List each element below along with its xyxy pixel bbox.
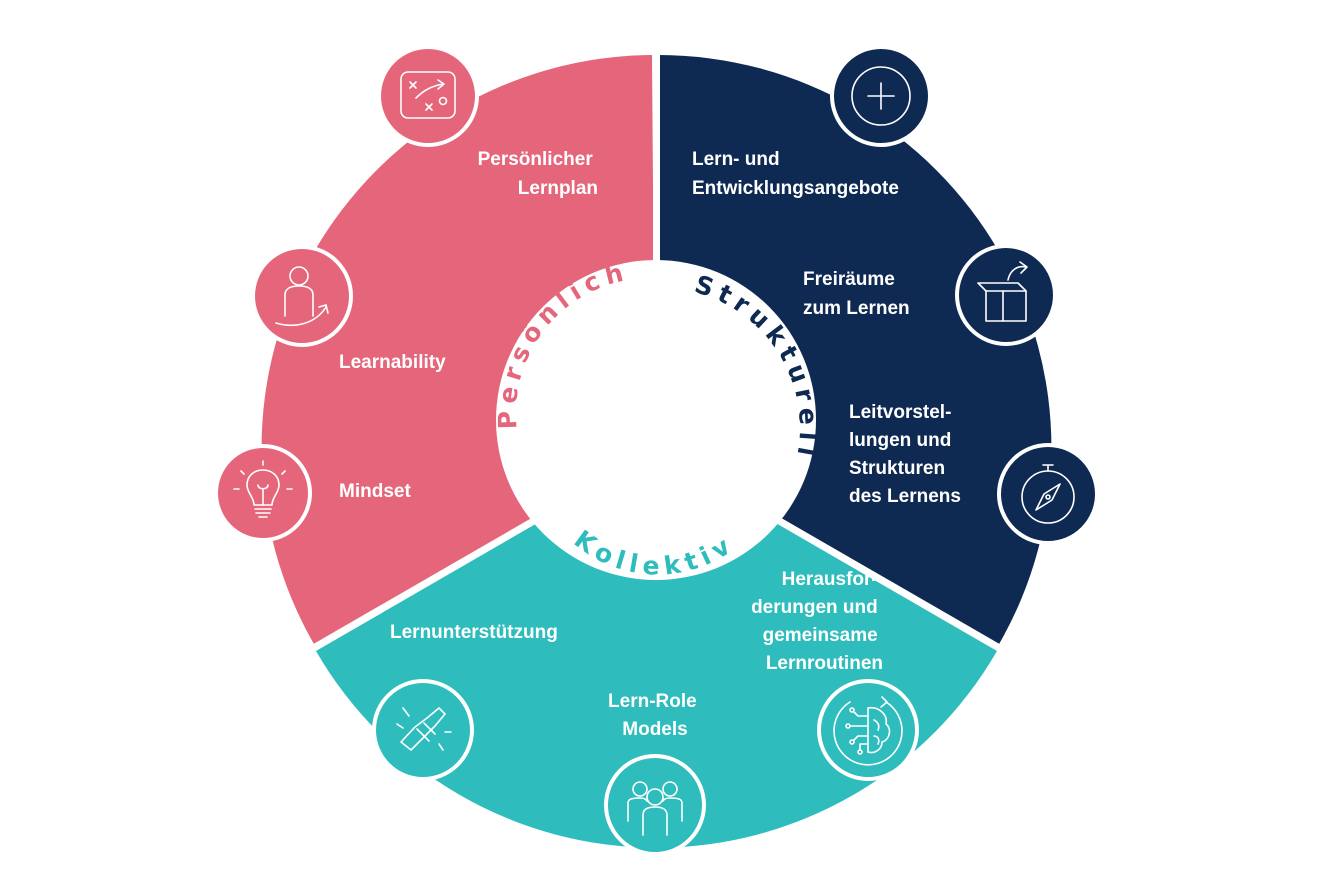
compass-icon — [997, 443, 1099, 545]
plus-icon — [830, 45, 932, 147]
label-lernunterstuetzung: Lernunterstützung — [390, 622, 558, 643]
label-leitvorstellungen: Leitvorstel- lungen und Strukturen des L… — [849, 402, 961, 507]
label-learnability: Learnability — [339, 352, 446, 373]
label-persoenlicher-lernplan: Persönlicher Lernplan — [478, 149, 598, 199]
lightbulb-icon — [214, 444, 312, 542]
center-circle — [496, 260, 816, 580]
people-group-icon — [604, 754, 706, 856]
brain-circuit-icon — [817, 679, 919, 781]
label-lern-und-entwicklungsangebote: Lern- und Entwicklungsangebote — [692, 149, 899, 199]
label-freiraeume-zum-lernen: Freiräume zum Lernen — [803, 269, 910, 319]
handshake-icon — [372, 679, 474, 781]
label-mindset: Mindset — [339, 481, 411, 502]
person-growth-icon — [251, 245, 353, 347]
open-box-icon — [955, 244, 1057, 346]
strategy-board-icon — [377, 45, 479, 147]
label-herausforderungen: Herausfor- derungen und gemeinsame Lernr… — [751, 569, 883, 674]
label-lern-role-models: Lern-Role Models — [608, 691, 702, 740]
